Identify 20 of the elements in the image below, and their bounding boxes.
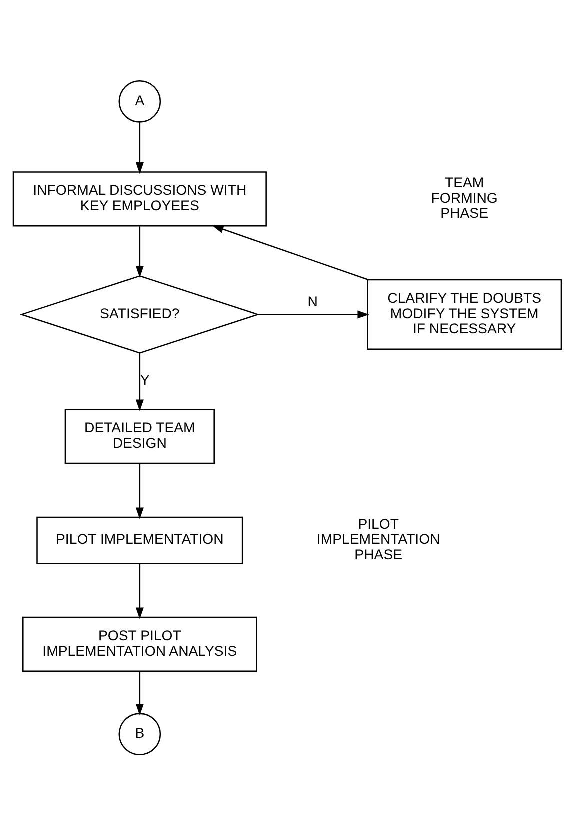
node-circle: A (118, 80, 162, 123)
arrow (136, 464, 144, 520)
edge-label: N (308, 294, 318, 310)
arrow (136, 226, 144, 278)
arrow (212, 226, 369, 281)
node-box: DETAILED TEAM DESIGN (64, 409, 215, 464)
arrow (136, 122, 144, 174)
node-diamond: SATISFIED? (20, 276, 260, 354)
arrow (136, 564, 144, 620)
arrow (136, 353, 144, 412)
node-box: CLARIFY THE DOUBTS MODIFY THE SYSTEM IF NECESSARY (367, 279, 562, 350)
node-circle: B (118, 713, 162, 756)
arrow (136, 672, 144, 716)
edge-label: Y (140, 372, 150, 388)
label: TEAM FORMING PHASE (431, 174, 498, 222)
node-box: PILOT IMPLEMENTATION (36, 516, 244, 564)
arrow (258, 310, 370, 319)
label: PILOT IMPLEMENTATION PHASE (316, 516, 440, 563)
node-box: INFORMAL DISCUSSIONS WITH KEY EMPLOYEES (12, 172, 267, 227)
node-box: POST PILOT IMPLEMENTATION ANALYSIS (22, 616, 258, 672)
